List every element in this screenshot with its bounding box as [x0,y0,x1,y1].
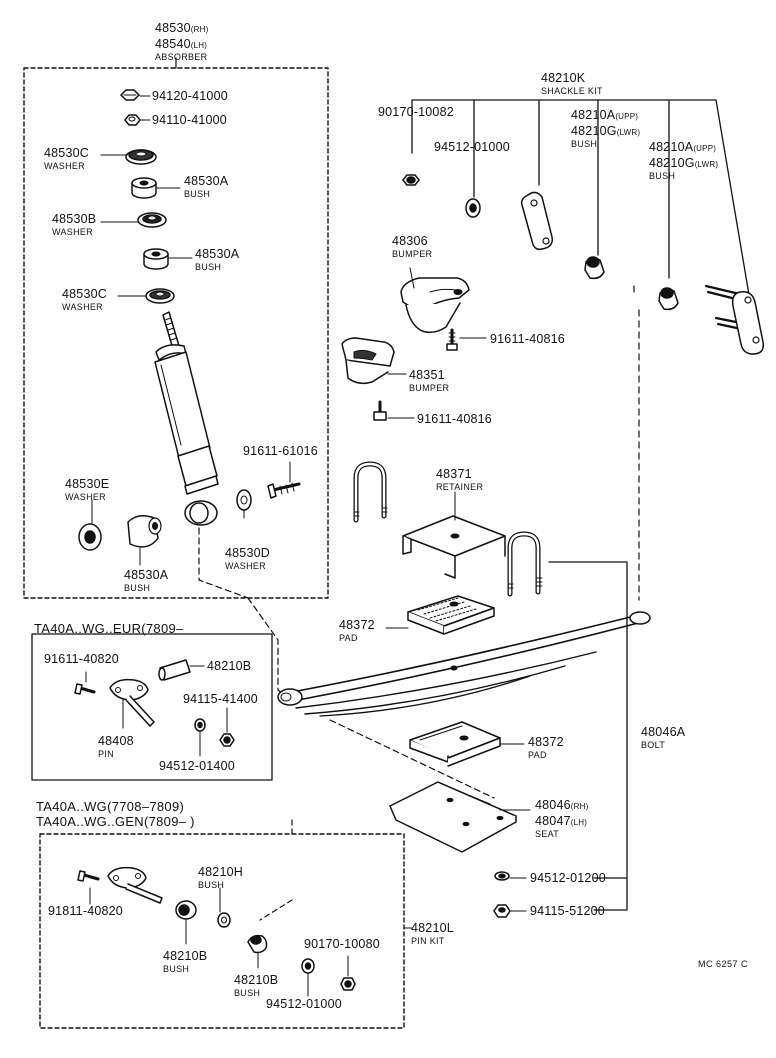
label-seat: 48046(RH) 48047(LH) SEAT [535,798,589,839]
label-94512-01200: 94512-01200 [530,871,606,885]
nut-94115-51200-drawing [493,904,511,918]
eur-group-title: TA40A..WG..EUR(7809– [34,621,184,636]
washer-48530B-drawing [137,212,167,228]
gen-group-title-1: TA40A..WG(7708–7809) [36,799,185,814]
gen-group-frame [39,833,405,1029]
label-91611-40816-b: 91611-40816 [417,412,492,426]
label-94115-41400: 94115-41400 [183,692,258,706]
bumper-48306-drawing [400,277,470,334]
pad-48372-top-drawing [407,595,495,635]
nut-94115-41400-drawing [219,733,235,747]
shackle-kit-bracket [411,99,759,349]
label-48210-bush-b: 48210A(UPP) 48210G(LWR) BUSH [649,140,719,181]
bush-48210B-a-drawing [175,900,197,920]
label-94512-01000-bottom: 94512-01000 [266,997,342,1011]
label-48210-bush-a: 48210A(UPP) 48210G(LWR) BUSH [571,108,641,149]
label-94120-41000: 94120-41000 [152,89,228,103]
label-90170-10080: 90170-10080 [304,937,380,951]
nut-94120-drawing [120,89,140,101]
label-91611-61016: 91611-61016 [243,444,318,458]
leaf-spring-drawing [277,611,651,717]
u-bolt-left-drawing [353,461,388,523]
bush-48210-a-drawing [584,256,605,280]
nut-90170-10082-drawing [402,174,420,186]
label-90170-10082: 90170-10082 [378,105,454,119]
washer-48530E-drawing [78,523,102,551]
washer-94512-01200-drawing [494,871,510,881]
bush-48210-b-drawing [658,287,679,311]
shock-absorber-drawing [154,311,219,526]
bolt-91811-40820-drawing [77,870,100,882]
bumper-48351-drawing [341,337,395,385]
bush-48530A-top-drawing [131,177,157,199]
bolt-91611-40816-a-drawing [446,328,458,351]
bolt-91611-40820-drawing [74,683,96,695]
washer-94512-01000-top-drawing [465,198,481,218]
u-bolt-right-drawing [507,531,543,597]
label-91611-40816-a: 91611-40816 [490,332,565,346]
shackle-plate-drawing [520,191,554,251]
label-94512-01400: 94512-01400 [159,759,235,773]
part-48210B-eur-drawing [158,659,191,681]
eur-group-frame [31,633,273,781]
pad-48372-bottom-drawing [409,721,501,767]
retainer-48371-drawing [402,515,506,579]
seat-drawing [389,781,517,853]
washer-48530C-bottom-drawing [145,288,175,304]
label-91611-40820: 91611-40820 [44,652,119,666]
bolt-91611-61016-drawing [267,482,301,499]
diagram-code: MC 6257 C [698,959,749,969]
label-94115-51200: 94115-51200 [530,904,605,918]
pin-48408-eur-drawing [109,678,155,727]
pin-48408-gen-drawing [107,866,163,904]
label-48210B-eur: 48210B [207,659,252,673]
label-91811-40820: 91811-40820 [48,904,123,918]
bush-48530A-mid-drawing [143,248,169,270]
absorber-group-frame [23,67,329,599]
bush-48530A-bottom-drawing [127,515,162,548]
nut-90170-10080-drawing [340,977,356,991]
gen-group-title-2: TA40A..WG..GEN(7809– ) [36,814,195,829]
label-94110-41000: 94110-41000 [152,113,227,127]
washer-94512-01400-drawing [194,718,206,732]
label-absorber: 48530(RH) 48540(LH) ABSORBER [155,21,209,62]
washer-94512-01000-bottom-drawing [301,958,315,974]
nut-94110-drawing [124,114,141,126]
washer-48530C-top-drawing [125,149,157,165]
shackle-assembly-drawing [704,284,765,355]
bush-48210B-b-drawing [247,934,268,954]
bolt-91611-40816-b-drawing [373,400,387,421]
label-94512-01000-top: 94512-01000 [434,140,510,154]
washer-48530D-drawing [236,489,252,511]
bush-48210H-drawing [217,912,231,928]
